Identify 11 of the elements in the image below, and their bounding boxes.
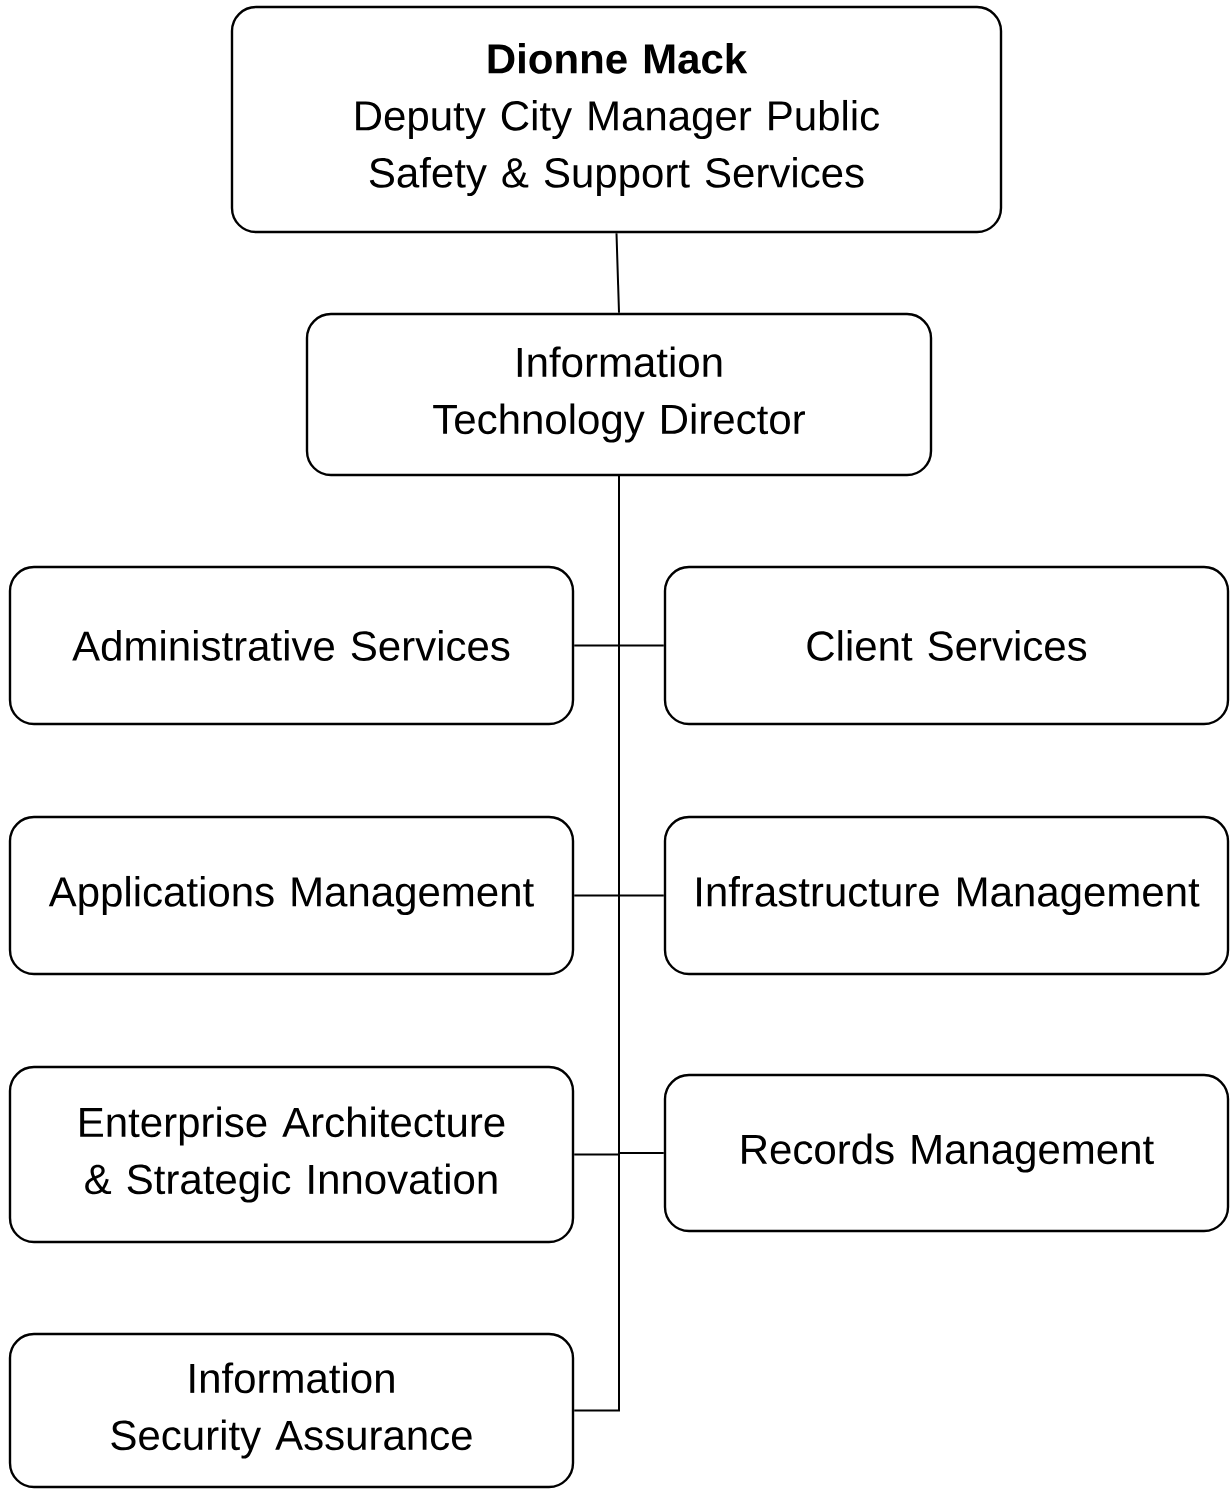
unit-box: Records Management: [663, 1073, 1230, 1233]
unit-box: Client Services: [663, 565, 1230, 726]
unit-box: Administrative Services: [8, 565, 575, 726]
unit-box: Enterprise Architecture & Strategic Innovation: [8, 1065, 575, 1244]
connector-line: [615, 232, 620, 314]
manager-box: Dionne Mack Deputy City Manager Public Safety & Support Services: [230, 5, 1003, 234]
unit-box: Infrastructure Management: [663, 815, 1230, 976]
director-box: Information Technology Director: [305, 312, 933, 477]
unit-box: Applications Management: [8, 815, 575, 976]
unit-box: Information Security Assurance: [8, 1332, 575, 1489]
connector-line: [573, 475, 620, 1412]
